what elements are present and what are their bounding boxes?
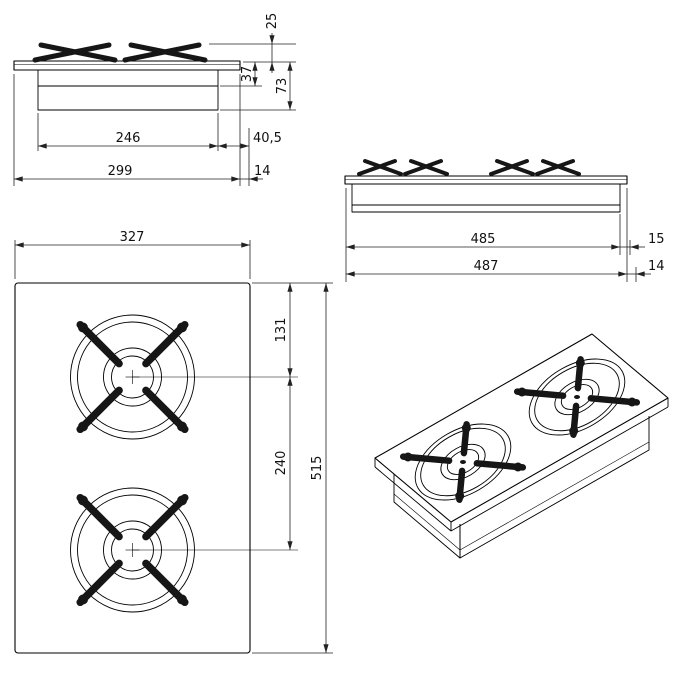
glass-top-front [13, 60, 241, 71]
dimension-overall-width: 299 [13, 74, 241, 186]
hob-profile-front [13, 60, 241, 111]
dim-plan-depth: 515 [310, 456, 325, 481]
dim-plan-width: 327 [120, 230, 145, 245]
dimension-burner-spacing: 240 [274, 377, 293, 550]
isometric-view [374, 333, 669, 559]
glass-top-side [344, 175, 628, 185]
dim-front-edge-gap: 14 [254, 164, 271, 179]
burner-grate-front-left [32, 42, 118, 63]
dim-front-upper-depth: 37 [240, 66, 255, 83]
front-elevation-view: 25 37 73 246 40,5 299 [13, 13, 296, 186]
dimension-plan-depth: 515 [252, 283, 333, 654]
iso-burner-box [393, 416, 650, 559]
dimension-body-length: 485 [345, 188, 621, 282]
dimension-grate-height: 25 [209, 13, 296, 73]
dim-front-grate-height: 25 [265, 13, 280, 30]
hob-outline-plan [14, 282, 251, 654]
dimension-front-edge-gap: 14 [240, 164, 271, 182]
dim-front-total-depth: 73 [275, 78, 290, 95]
dim-plan-burner-offset: 131 [274, 318, 289, 343]
dim-front-body-width: 246 [116, 131, 141, 146]
dimension-burner-offset: 131 [252, 282, 333, 377]
burner-box-side [351, 184, 621, 213]
iso-glass-top [374, 333, 669, 532]
dimension-plan-width: 327 [14, 230, 251, 279]
burner-grate-front-right [122, 42, 208, 63]
plan-view: 327 131 240 515 [14, 230, 333, 654]
side-elevation-view: 485 15 487 14 [344, 159, 665, 282]
hob-profile-side [344, 175, 628, 213]
dim-side-edge-gap: 14 [648, 259, 665, 274]
dimension-side-right-gap: 15 [620, 232, 665, 255]
dimension-total-depth: 73 [220, 62, 296, 111]
dim-front-overall-width: 299 [108, 164, 133, 179]
dim-side-right-gap: 15 [648, 232, 665, 247]
burner-box-front [37, 70, 219, 111]
dimension-overall-length: 487 [346, 188, 628, 282]
burner-centerlines [132, 376, 298, 551]
dimension-right-offset: 40,5 [218, 128, 282, 186]
dim-side-overall-length: 487 [474, 259, 499, 274]
dim-front-right-offset: 40,5 [253, 131, 282, 146]
burner-grates-side [357, 159, 581, 176]
dim-side-body-length: 485 [471, 232, 496, 247]
dimension-upper-depth: 37 [220, 62, 262, 87]
dimension-body-width: 246 [37, 113, 219, 151]
dim-plan-burner-spacing: 240 [274, 451, 289, 476]
dimension-side-edge-gap: 14 [627, 259, 665, 282]
